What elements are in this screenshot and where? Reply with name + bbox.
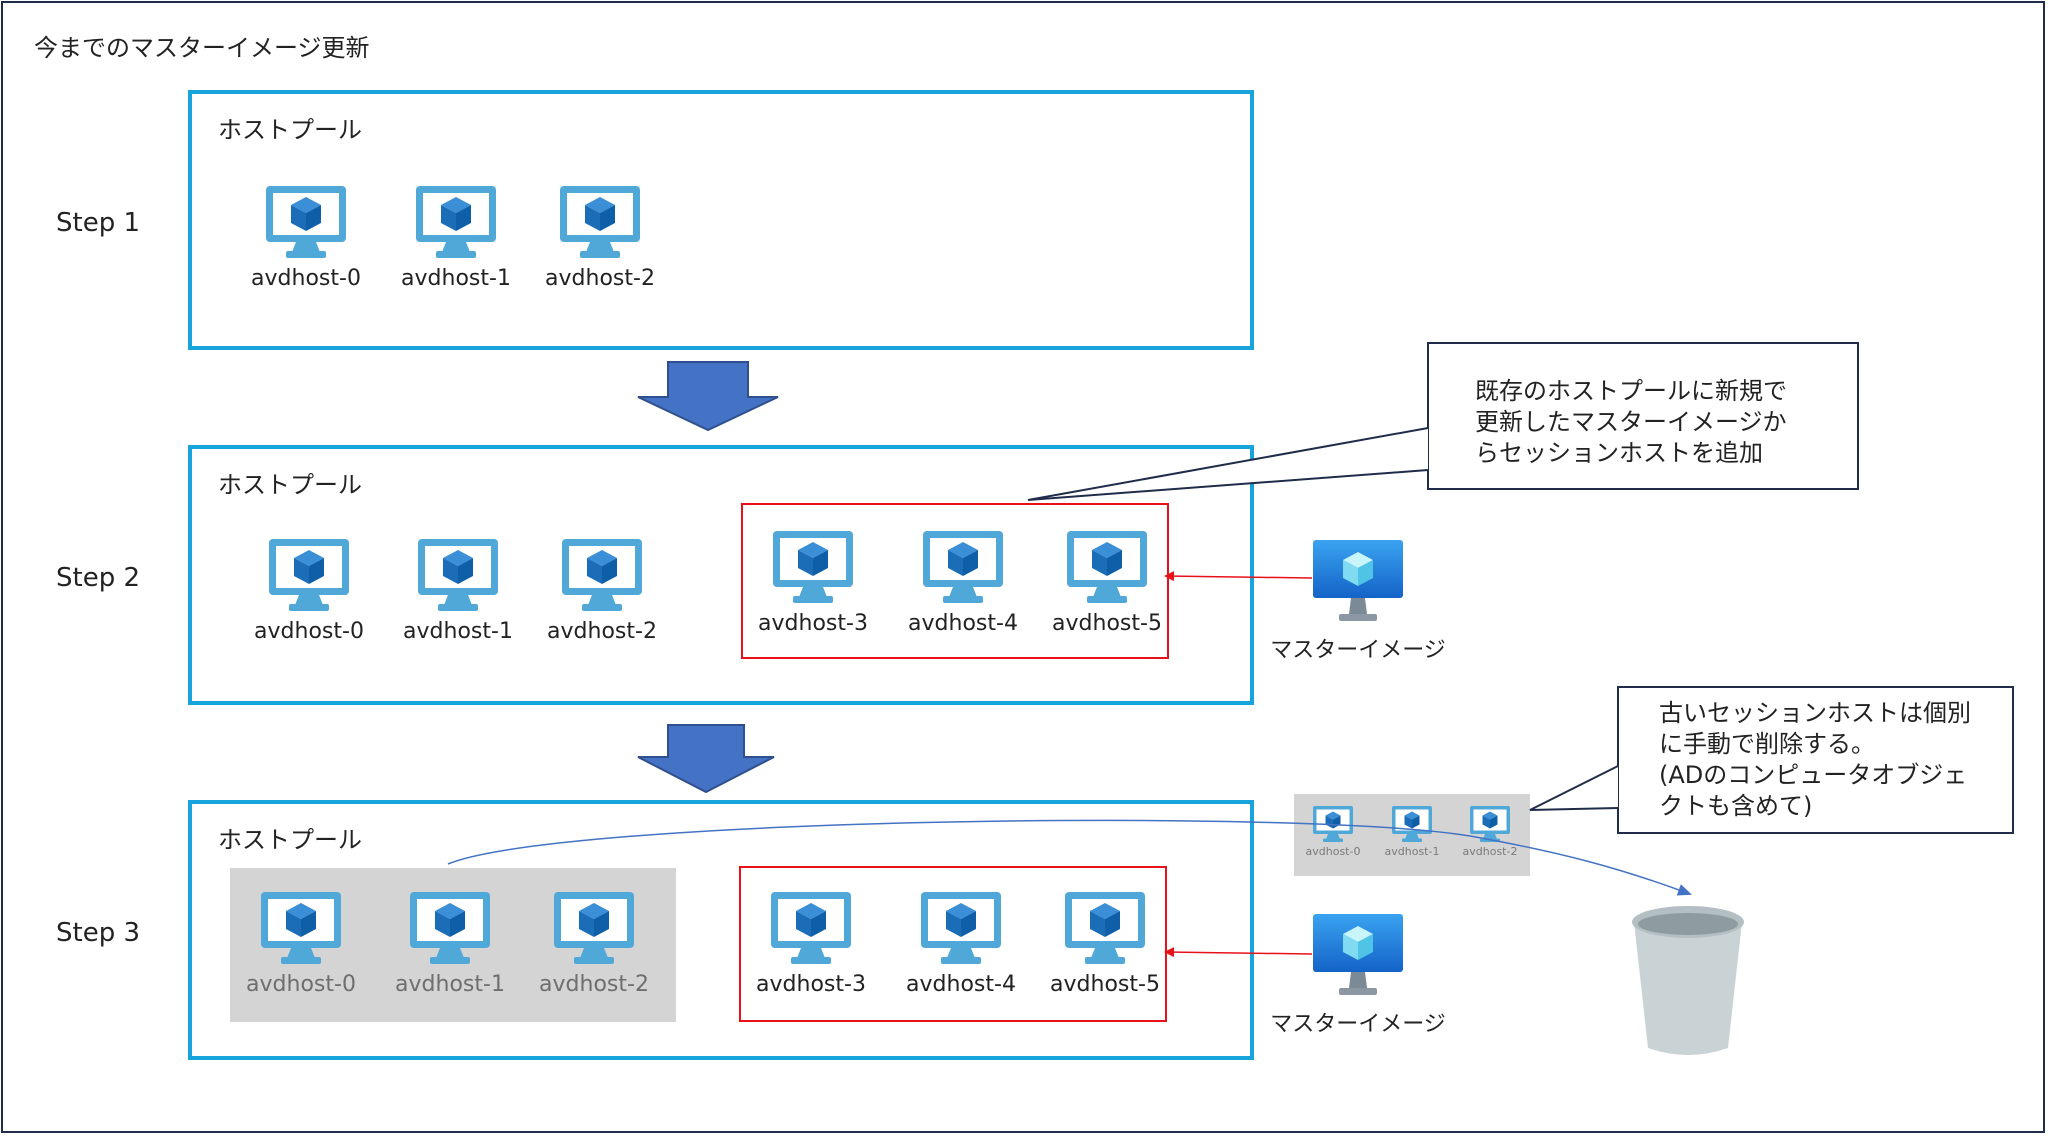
diagram-title: 今までのマスターイメージ更新 [34,34,370,62]
vm-monitor-icon [1065,892,1145,966]
host-label: avdhost-5 [1052,611,1162,636]
callout-line: 既存のホストプールに新規で [1475,377,1787,405]
callout-line: クトも含めて) [1659,792,1813,820]
host-avdhost-4: avdhost-4 [891,892,1031,997]
host-avdhost-2: avdhost-2 [1453,806,1527,858]
host-avdhost-0: avdhost-0 [236,186,376,291]
host-avdhost-2: avdhost-2 [524,892,664,997]
host-avdhost-5: avdhost-5 [1035,892,1175,997]
host-label: avdhost-3 [758,611,868,636]
step-1-label: Step 1 [56,208,141,238]
master-image-step-3: マスターイメージ [1258,914,1458,1038]
host-avdhost-0: avdhost-0 [239,539,379,644]
host-pool-step-2: ホストプール avdhost-0 avdhost-1 avdhost-2 avd… [188,445,1254,705]
host-label: avdhost-1 [395,972,505,997]
vm-monitor-icon [261,892,341,966]
host-avdhost-3: avdhost-3 [743,531,883,636]
vm-monitor-icon [416,186,496,260]
vm-monitor-icon [1470,806,1510,843]
host-avdhost-3: avdhost-3 [741,892,881,997]
vm-monitor-icon [562,539,642,613]
host-label: avdhost-0 [254,619,364,644]
vm-monitor-icon [1392,806,1432,843]
step-2-label: Step 2 [56,563,141,593]
vm-monitor-icon [923,531,1003,605]
vm-monitor-icon [771,892,851,966]
host-pool-step-3: ホストプール avdhost-0 avdhost-1 avdhost-2 avd… [188,800,1254,1060]
host-label: avdhost-2 [545,266,655,291]
host-avdhost-1: avdhost-1 [388,539,528,644]
host-avdhost-2: avdhost-2 [532,539,672,644]
new-hosts-group: avdhost-3 avdhost-4 avdhost-5 [741,503,1169,659]
vm-monitor-icon [1067,531,1147,605]
host-label: avdhost-1 [401,266,511,291]
host-label: avdhost-3 [756,972,866,997]
callout-line: (ADのコンピュータオブジェ [1659,761,1968,789]
vm-monitor-icon [921,892,1001,966]
host-avdhost-0: avdhost-0 [1296,806,1370,858]
host-label: avdhost-1 [1384,845,1440,858]
host-avdhost-1: avdhost-1 [386,186,526,291]
callout-line: 更新したマスターイメージか [1475,408,1787,436]
host-avdhost-2: avdhost-2 [530,186,670,291]
master-image-label: マスターイメージ [1270,638,1446,663]
host-avdhost-1: avdhost-1 [1375,806,1449,858]
host-label: avdhost-2 [547,619,657,644]
vm-monitor-icon [410,892,490,966]
host-avdhost-4: avdhost-4 [893,531,1033,636]
vm-monitor-icon [773,531,853,605]
new-hosts-group: avdhost-3 avdhost-4 avdhost-5 [739,866,1167,1022]
pool-label: ホストプール [218,116,362,144]
vm-monitor-icon [266,186,346,260]
vm-monitor-icon [418,539,498,613]
host-label: avdhost-0 [1305,845,1361,858]
old-hosts-group: avdhost-0 avdhost-1 avdhost-2 [230,868,676,1022]
host-label: avdhost-2 [539,972,649,997]
callout-delete-hosts: 古いセッションホストは個別 に手動で削除する。 (ADのコンピュータオブジェ ク… [1617,686,2014,834]
callout-add-hosts: 既存のホストプールに新規で 更新したマスターイメージか らセッションホストを追加 [1427,342,1859,490]
host-label: avdhost-0 [251,266,361,291]
vm-monitor-icon [1313,806,1353,843]
host-label: avdhost-1 [403,619,513,644]
vm-monitor-icon [560,186,640,260]
host-avdhost-5: avdhost-5 [1037,531,1177,636]
master-image-icon [1313,540,1403,621]
callout-line: らセッションホストを追加 [1475,439,1763,467]
pool-label: ホストプール [218,471,362,499]
host-label: avdhost-0 [246,972,356,997]
step-3-label: Step 3 [56,918,141,948]
vm-monitor-icon [554,892,634,966]
host-avdhost-1: avdhost-1 [380,892,520,997]
callout-line: 古いセッションホストは個別 [1659,699,1971,727]
host-pool-step-1: ホストプール avdhost-0 avdhost-1 avdhost-2 [188,90,1254,350]
master-image-step-2: マスターイメージ [1258,540,1458,664]
trash-bin-icon [1632,906,1744,1055]
vm-monitor-icon [269,539,349,613]
removed-hosts-group: avdhost-0 avdhost-1 avdhost-2 [1294,794,1530,876]
master-image-icon [1313,914,1403,995]
host-label: avdhost-5 [1050,972,1160,997]
host-label: avdhost-4 [906,972,1016,997]
host-label: avdhost-4 [908,611,1018,636]
master-image-label: マスターイメージ [1270,1012,1446,1037]
pool-label: ホストプール [218,826,362,854]
callout-line: に手動で削除する。 [1659,730,1875,758]
host-avdhost-0: avdhost-0 [231,892,371,997]
host-label: avdhost-2 [1462,845,1518,858]
